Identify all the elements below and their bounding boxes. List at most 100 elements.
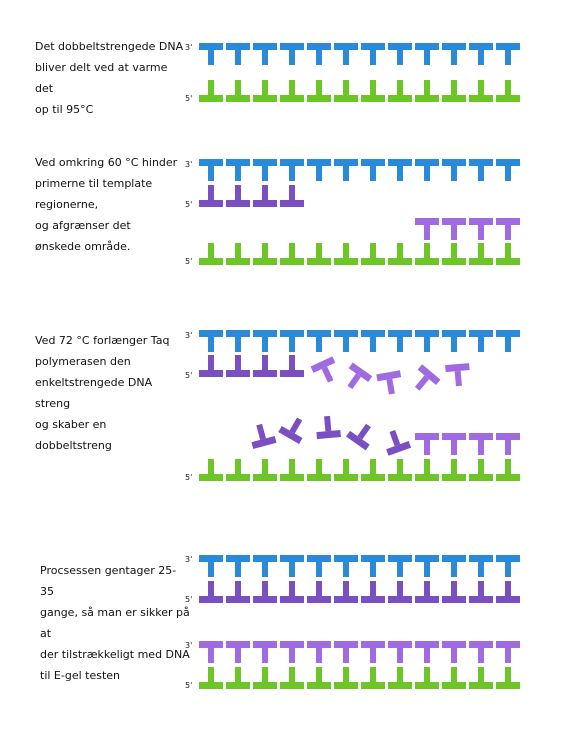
primer-unit [496,641,520,663]
top-strand-unit [361,159,385,181]
bottom-strand-unit [307,667,331,689]
bottom-strand-unit [496,459,520,481]
free-nucleotide [376,370,402,395]
top-strand-unit [199,159,223,181]
top-strand-unit [253,330,277,352]
step3-caption: Ved 72 °C forlænger Taq polymerasen den … [35,334,170,452]
top-strand-unit [226,555,250,577]
free-nucleotide [316,415,341,440]
free-nucleotide [347,362,373,390]
bottom-strand-unit [361,459,385,481]
top-strand-unit [388,330,412,352]
bottom-strand-unit [496,243,520,265]
step1-caption: Det dobbeltstrengede DNA bliver delt ved… [35,40,184,116]
primer-unit [226,581,250,603]
primer-unit [415,433,439,455]
free-nucleotide [251,423,277,449]
label-3prime: 3' [185,331,192,340]
bottom-strand-unit [253,243,277,265]
primer-unit [280,641,304,663]
top-strand-unit [388,159,412,181]
primer-unit [226,355,250,377]
bottom-strand-unit [496,667,520,689]
primer-unit [307,641,331,663]
top-strand-unit [253,555,277,577]
bottom-strand-unit [415,243,439,265]
top-strand-unit [442,159,466,181]
bottom-strand-unit [199,80,223,102]
label-5prime: 5' [185,257,192,266]
bottom-strand-unit [469,243,493,265]
label-3prime: 3' [185,641,192,650]
bottom-strand-unit [442,667,466,689]
top-strand-unit [334,330,358,352]
top-strand-unit [280,330,304,352]
primer-unit [307,581,331,603]
bottom-strand-unit [199,243,223,265]
bottom-strand-unit [334,80,358,102]
primer-unit [280,355,304,377]
primer-unit [496,581,520,603]
label-5prime: 5' [185,200,192,209]
label-5prime: 5' [185,473,192,482]
top-strand-unit [361,330,385,352]
primer-unit [469,218,493,240]
primer-unit [253,641,277,663]
bottom-strand-unit [388,243,412,265]
free-nucleotide [414,364,441,391]
top-strand-unit [496,159,520,181]
top-strand-unit [361,555,385,577]
primer-unit [469,641,493,663]
bottom-strand-unit [361,243,385,265]
primer-unit [361,581,385,603]
primer-unit [226,641,250,663]
bottom-strand-unit [199,667,223,689]
bottom-strand-unit [280,459,304,481]
top-strand-unit [415,330,439,352]
free-nucleotide [386,429,412,456]
top-strand-unit [253,159,277,181]
top-strand-unit [307,159,331,181]
primer-unit [361,641,385,663]
primer-unit [415,641,439,663]
top-strand-unit [496,330,520,352]
primer-unit [199,355,223,377]
primer-unit [334,581,358,603]
primer-unit [415,218,439,240]
top-strand-unit [199,555,223,577]
top-strand-unit [280,555,304,577]
top-strand-unit [334,43,358,65]
bottom-strand-unit [307,459,331,481]
label-3prime: 3' [185,160,192,169]
primer-unit [199,641,223,663]
top-strand-unit [307,330,331,352]
bottom-strand-unit [334,243,358,265]
free-nucleotide [310,356,336,383]
bottom-strand-unit [334,667,358,689]
primer-unit [469,581,493,603]
bottom-strand-unit [307,80,331,102]
top-strand-unit [307,555,331,577]
bottom-strand-unit [280,243,304,265]
top-strand-unit [469,330,493,352]
primer-unit [469,433,493,455]
nucleotide-units [199,43,520,689]
primer-unit [415,581,439,603]
bottom-strand-unit [496,80,520,102]
bottom-strand-unit [361,80,385,102]
top-strand-unit [442,330,466,352]
top-strand-unit [442,43,466,65]
free-nucleotide [346,423,371,451]
label-3prime: 3' [185,555,192,564]
top-strand-unit [415,159,439,181]
top-strand-unit [226,330,250,352]
bottom-strand-unit [469,80,493,102]
primer-unit [199,185,223,207]
top-strand-unit [226,159,250,181]
top-strand-unit [280,43,304,65]
top-strand-unit [199,330,223,352]
primer-unit [253,185,277,207]
bottom-strand-unit [307,243,331,265]
primer-unit [496,433,520,455]
